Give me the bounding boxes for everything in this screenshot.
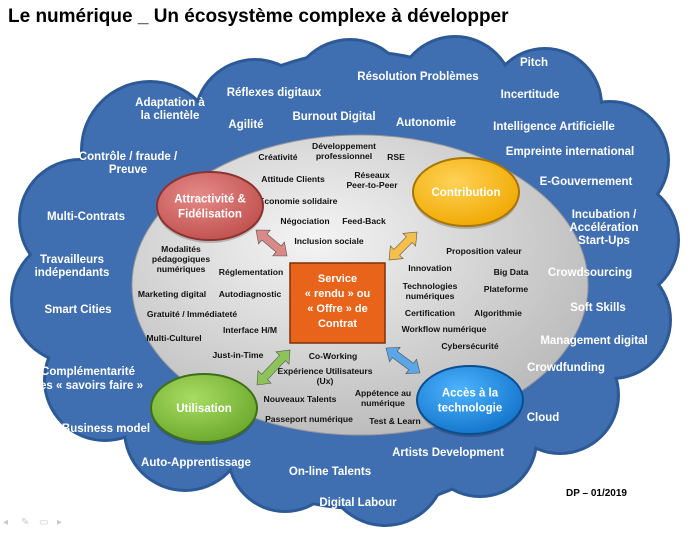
pen-icon[interactable]: ✎ — [21, 517, 30, 528]
cloud-item: Incertitude — [501, 89, 560, 101]
next-arrow-icon[interactable]: ▸ — [57, 517, 63, 528]
inner-item: Innovation — [408, 263, 451, 273]
cloud-item: On-line Talents — [289, 466, 371, 478]
cloud-item: Résolution Problèmes — [357, 71, 478, 83]
inner-item: Plateforme — [484, 284, 529, 294]
cloud-item: Soft Skills — [570, 302, 626, 314]
inner-item: Nouveaux Talents — [264, 394, 337, 404]
inner-item: Algorithmie — [474, 308, 522, 318]
cloud-item: Crowdsourcing — [548, 267, 632, 279]
menu-icon[interactable]: ▭ — [39, 517, 49, 528]
inner-item: Just-in-Time — [213, 350, 264, 360]
inner-item: Attitude Clients — [261, 174, 325, 184]
bubble-utilisation: Utilisation — [150, 373, 258, 445]
inner-item: Autodiagnostic — [219, 289, 282, 299]
cloud-item: Pitch — [520, 57, 548, 69]
inner-item: Cybersécurité — [441, 341, 499, 351]
bubble-utilisation-label: Utilisation — [176, 403, 232, 415]
inner-item: Proposition valeur — [446, 246, 522, 256]
arrow-attractivite — [255, 229, 288, 257]
inner-item: Gratuité / Immédiateté — [147, 309, 237, 319]
inner-item: Inclusion sociale — [294, 236, 363, 246]
inner-item: Co-Working — [309, 351, 358, 361]
prev-arrow-icon[interactable]: ◂ — [3, 517, 9, 528]
arrow-utilisation — [256, 349, 291, 386]
cloud-item: Smart Cities — [44, 304, 111, 316]
inner-item: Feed-Back — [342, 216, 386, 226]
slide-nav: ◂ ✎ ▭ ▸ — [3, 517, 69, 528]
cloud-item: Management digital — [540, 335, 647, 347]
cloud-item: Artists Development — [392, 447, 504, 459]
inner-item: Economie solidaire — [259, 196, 338, 206]
page-title: Le numérique _ Un écosystème complexe à … — [8, 6, 509, 27]
cloud-item: Crowdfunding — [527, 362, 605, 374]
inner-item: Test & Learn — [369, 416, 420, 426]
cloud-item: Digital Labour — [319, 497, 397, 509]
inner-item: Négociation — [280, 216, 329, 226]
bubble-attractivite: Attractivité &Fidélisation — [156, 171, 264, 243]
bubble-attractivite-label: Attractivité &Fidélisation — [174, 194, 246, 221]
cloud-item: Autonomie — [396, 117, 456, 129]
arrow-acces — [385, 346, 421, 375]
cloud-item: Contrôle / fraude /Preuve — [79, 151, 178, 176]
cloud-item: Réflexes digitaux — [227, 87, 322, 99]
cloud-item: Empreinte international — [506, 146, 634, 158]
inner-item: RSE — [387, 152, 405, 162]
cloud-item: Intelligence Artificielle — [493, 121, 615, 133]
bubble-contribution-label: Contribution — [432, 187, 501, 199]
inner-item: Réglementation — [219, 267, 283, 277]
cloud-item: Auto-Apprentissage — [141, 457, 251, 469]
inner-item: Big Data — [494, 267, 529, 277]
cloud-item: Business model — [62, 423, 150, 435]
cloud-item: Multi-Contrats — [47, 211, 125, 223]
cloud-item: Burnout Digital — [292, 111, 375, 123]
bubble-contribution: Contribution — [412, 157, 520, 229]
inner-item: Créativité — [258, 152, 297, 162]
inner-item: Interface H/M — [223, 325, 277, 335]
inner-item: Passeport numérique — [265, 414, 353, 424]
cloud-item: E-Gouvernement — [540, 176, 633, 188]
cloud-item: Cloud — [527, 412, 560, 424]
inner-item: Expérience Utilisateurs(Ux) — [277, 366, 372, 386]
inner-item: Workflow numérique — [402, 324, 487, 334]
inner-item: Certification — [405, 308, 455, 318]
arrow-contribution — [388, 231, 418, 261]
cloud-item: Agilité — [228, 119, 263, 131]
inner-item: Multi-Culturel — [146, 333, 201, 343]
inner-item: Marketing digital — [138, 289, 206, 299]
footer-date: DP – 01/2019 — [566, 488, 627, 499]
